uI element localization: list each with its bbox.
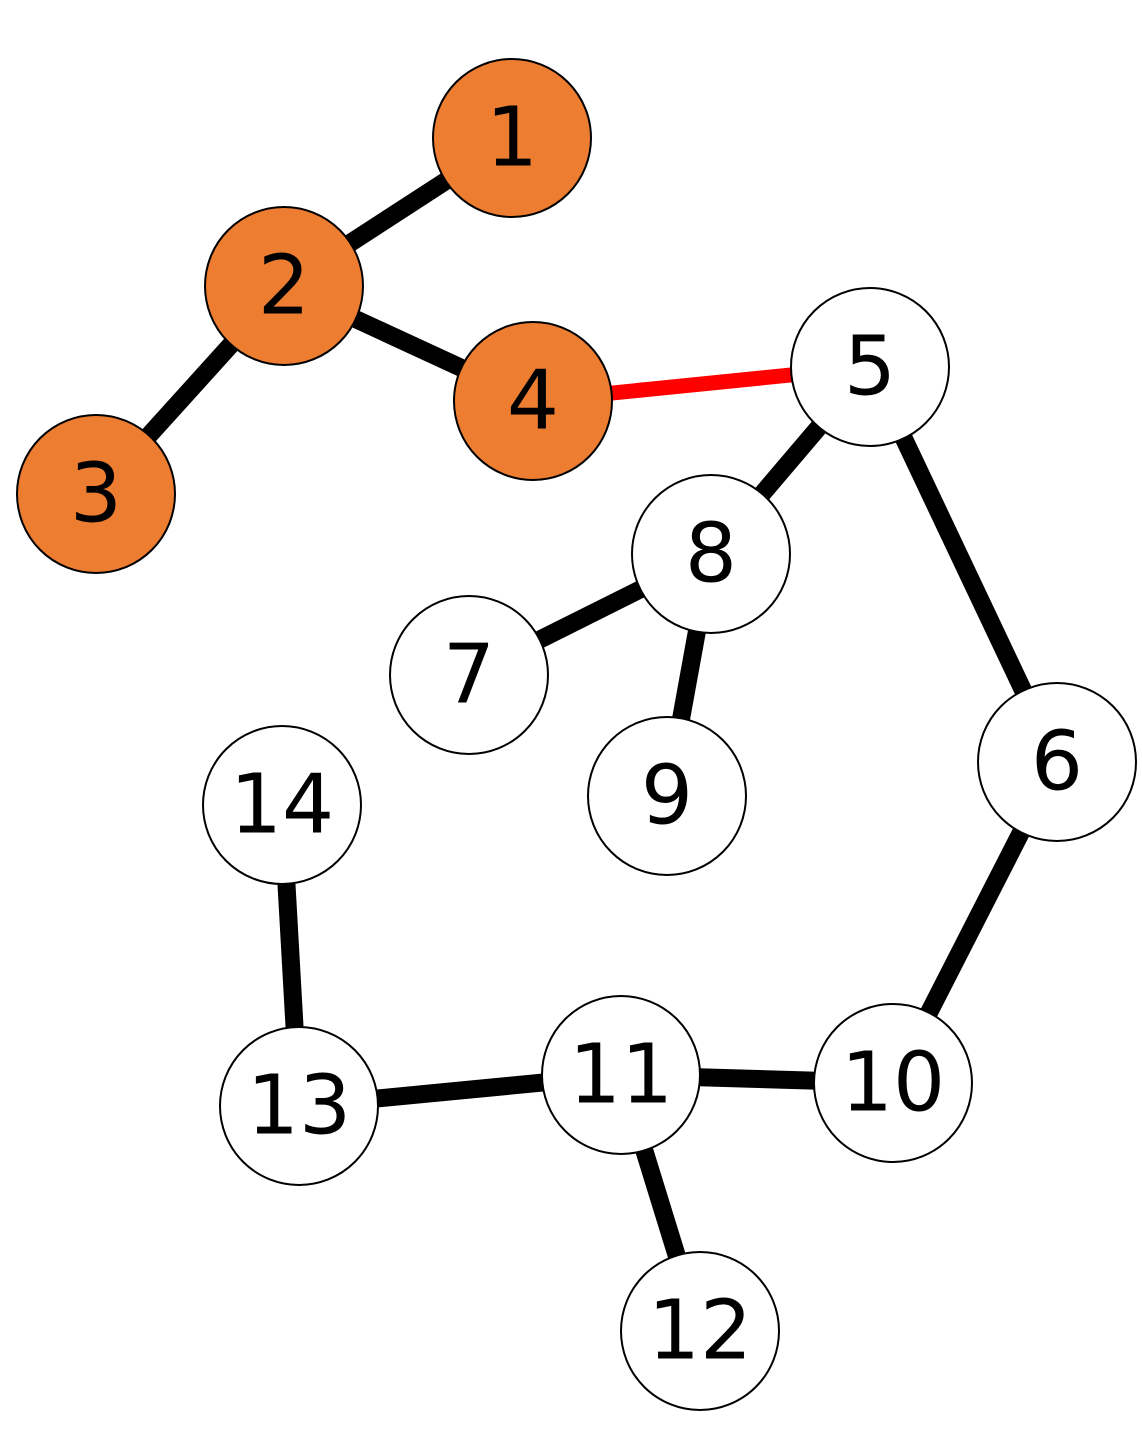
node-circle-8 xyxy=(631,474,791,634)
node-4: 4 xyxy=(453,321,613,481)
node-2: 2 xyxy=(204,206,364,366)
node-circle-10 xyxy=(813,1003,973,1163)
node-label-1: 1 xyxy=(486,91,538,186)
node-label-5: 5 xyxy=(844,320,896,415)
node-circle-11 xyxy=(541,995,701,1155)
node-circle-3 xyxy=(16,414,176,574)
node-label-8: 8 xyxy=(685,507,737,602)
node-13: 13 xyxy=(219,1026,379,1186)
node-label-14: 14 xyxy=(230,758,334,853)
node-11: 11 xyxy=(541,995,701,1155)
node-circle-2 xyxy=(204,206,364,366)
node-label-6: 6 xyxy=(1031,715,1083,810)
node-label-11: 11 xyxy=(569,1028,673,1123)
node-5: 5 xyxy=(790,287,950,447)
node-label-9: 9 xyxy=(641,749,693,844)
node-3: 3 xyxy=(16,414,176,574)
node-circle-6 xyxy=(977,682,1137,842)
node-circle-14 xyxy=(202,725,362,885)
node-label-3: 3 xyxy=(70,447,122,542)
node-14: 14 xyxy=(202,725,362,885)
node-circle-5 xyxy=(790,287,950,447)
node-circle-9 xyxy=(587,716,747,876)
node-7: 7 xyxy=(389,595,549,755)
node-circle-12 xyxy=(620,1251,780,1411)
node-12: 12 xyxy=(620,1251,780,1411)
node-label-2: 2 xyxy=(258,239,310,334)
node-label-13: 13 xyxy=(247,1059,351,1154)
node-10: 10 xyxy=(813,1003,973,1163)
node-label-10: 10 xyxy=(841,1036,945,1131)
node-label-12: 12 xyxy=(648,1284,752,1379)
node-circle-4 xyxy=(453,321,613,481)
node-9: 9 xyxy=(587,716,747,876)
node-circle-7 xyxy=(389,595,549,755)
node-1: 1 xyxy=(432,58,592,218)
node-label-4: 4 xyxy=(507,354,559,449)
node-circle-13 xyxy=(219,1026,379,1186)
node-8: 8 xyxy=(631,474,791,634)
node-label-7: 7 xyxy=(443,628,495,723)
node-6: 6 xyxy=(977,682,1137,842)
node-circle-1 xyxy=(432,58,592,218)
